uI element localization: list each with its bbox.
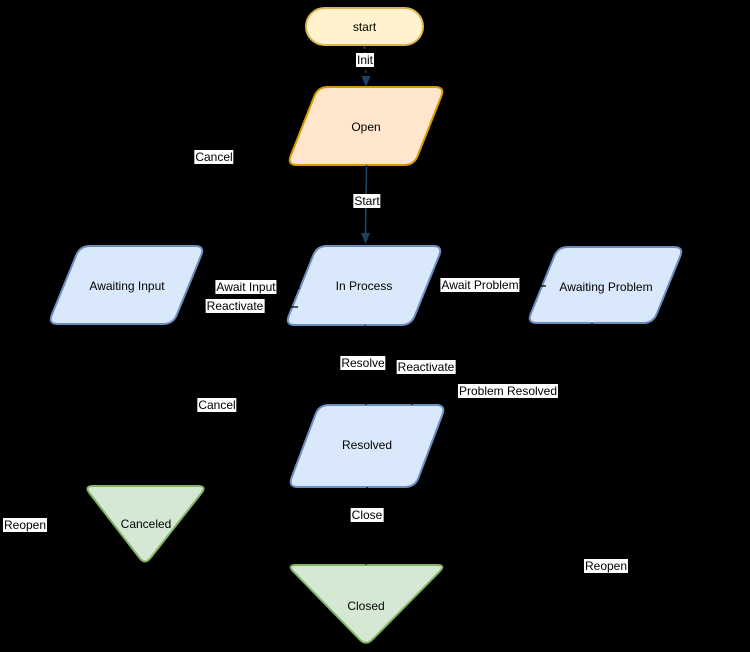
edge-cancel-top-label: Cancel <box>194 150 234 164</box>
edge-init-line <box>363 45 367 77</box>
edge-problem-resolved-label: Problem Resolved <box>457 384 559 398</box>
node-awaiting-input-label: Awaiting Input <box>89 279 165 293</box>
edge-start-label: Start <box>353 194 381 208</box>
edge-init-label: Init <box>355 53 375 67</box>
node-closed-label: Closed <box>347 599 385 613</box>
node-start-shape <box>305 7 424 46</box>
node-open-label: Open <box>351 120 381 134</box>
node-closed-shape <box>289 564 444 644</box>
node-awaiting-problem-shape <box>528 246 683 324</box>
edge-close-line <box>365 486 368 566</box>
node-canceled-shape <box>86 485 205 563</box>
start-arrowhead-icon <box>361 233 370 244</box>
node-awaiting-problem-label: Awaiting Problem <box>559 280 653 294</box>
node-resolved-shape <box>289 404 445 488</box>
node-awaiting-input-shape <box>49 245 204 325</box>
edge-problem-resolved-line <box>446 323 593 446</box>
node-canceled-label: Canceled <box>120 517 172 531</box>
edge-await-problem-label: Await Problem <box>440 278 520 292</box>
node-in-process-label: In Process <box>335 279 393 293</box>
edge-resolve-label: Resolve <box>340 356 386 370</box>
edge-await-input-label: Await Input <box>215 280 277 294</box>
node-open-shape <box>288 86 444 166</box>
edge-init-arrow <box>361 45 371 87</box>
edge-reopen-left-label: Reopen <box>2 518 48 532</box>
init-arrowhead-icon <box>361 76 371 87</box>
edge-reactivate-left-label: Reactivate <box>205 299 265 313</box>
edge-reactivate-mid-label: Reactivate <box>396 360 456 374</box>
edge-reopen-right-label: Reopen <box>583 559 629 573</box>
node-start-label: start <box>352 20 377 34</box>
edge-close-label: Close <box>350 508 384 522</box>
node-resolved-label: Resolved <box>341 438 393 452</box>
node-in-process-shape <box>286 245 442 326</box>
edge-cancel-mid-label: Cancel <box>197 398 237 412</box>
